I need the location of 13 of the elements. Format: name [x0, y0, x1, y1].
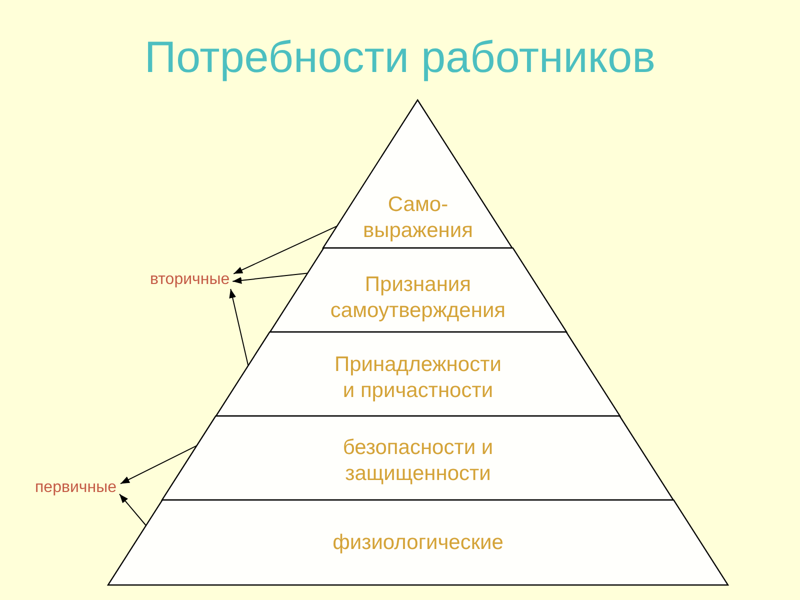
arrow [232, 272, 308, 284]
level-text: физиологические [332, 530, 504, 556]
arrow [120, 444, 198, 484]
arrow [119, 494, 146, 526]
category-label: первичные [35, 478, 116, 497]
category-label: вторичные [150, 270, 230, 289]
arrow [233, 225, 338, 274]
level-text: безопасности и защищенности [342, 435, 494, 487]
level-text: Принадлежности и причастности [334, 352, 502, 404]
arrow [229, 288, 249, 366]
level-text: Признания самоутверждения [329, 272, 506, 324]
title: Потребности работников [144, 32, 656, 84]
level-text: Само- выражения [362, 192, 474, 244]
